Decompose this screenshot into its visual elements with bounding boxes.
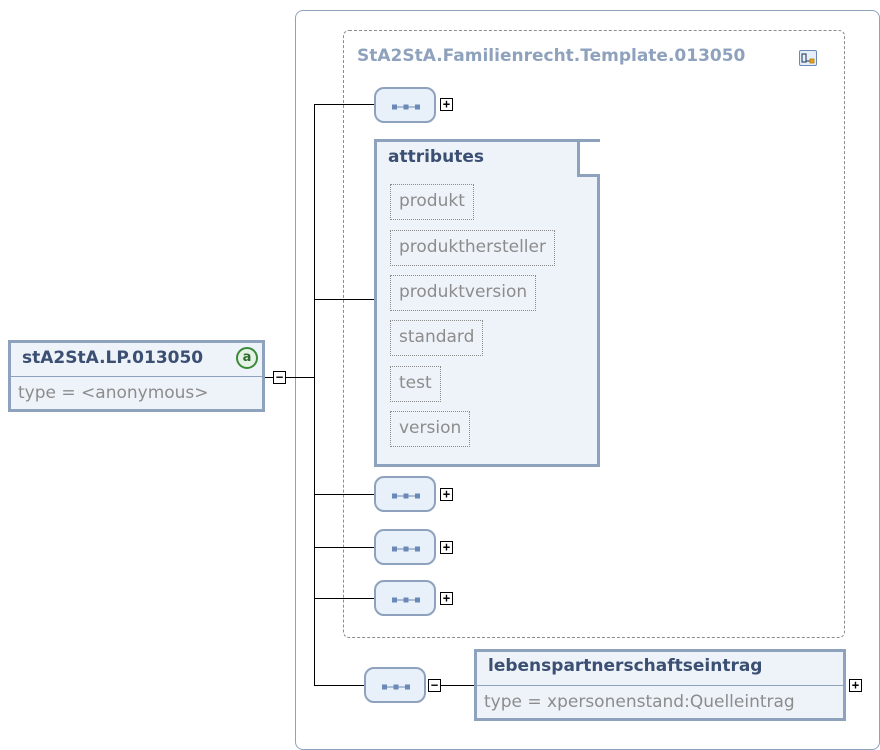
sequence-compositor[interactable] [374,476,436,512]
expand-toggle-icon[interactable]: + [440,488,453,501]
attribute-item[interactable]: produkt [390,184,474,220]
sequence-compositor[interactable] [364,667,426,703]
root-element-type: type = <anonymous> [18,383,209,403]
branch-line [314,299,374,300]
attribute-badge-icon: a [236,347,258,369]
expand-toggle-icon[interactable]: + [440,541,453,554]
sequence-compositor[interactable] [374,580,436,616]
child-element-name: lebenspartnerschaftseintrag [488,656,763,676]
branch-line [314,547,374,548]
branch-line [314,494,374,495]
sequence-compositor[interactable] [374,529,436,565]
expand-toggle-icon[interactable]: + [440,592,453,605]
branch-line [314,104,374,105]
root-connector [265,377,273,378]
attribute-item[interactable]: produktversion [390,275,537,311]
child-element-type: type = xpersonenstand:Quelleintrag [484,692,795,712]
expand-toggle-icon[interactable]: + [849,679,862,692]
attributes-tab [577,139,600,177]
root-element-name: stA2StA.LP.013050 [22,348,204,368]
attribute-item[interactable]: test [390,366,441,402]
attribute-item[interactable]: version [390,411,471,447]
expand-toggle-icon[interactable]: + [440,98,453,111]
child-element-separator [477,685,843,686]
attributes-title: attributes [388,147,484,167]
branch-line [314,685,364,686]
attribute-item[interactable]: standard [390,320,484,356]
type-group-frame [343,30,845,638]
complex-type-icon[interactable] [799,50,817,66]
trunk-line [314,104,315,685]
attributes-header [374,139,580,177]
root-to-trunk-line [286,377,315,378]
sequence-compositor[interactable] [374,87,436,123]
collapse-toggle-icon[interactable]: − [428,679,441,692]
child-connector-line [440,685,474,686]
group-title: StA2StA.Familienrecht.Template.013050 [357,46,746,66]
root-element-separator [11,376,262,377]
attribute-item[interactable]: produkthersteller [390,230,555,266]
branch-line [314,598,374,599]
collapse-toggle-icon[interactable]: − [273,371,286,384]
